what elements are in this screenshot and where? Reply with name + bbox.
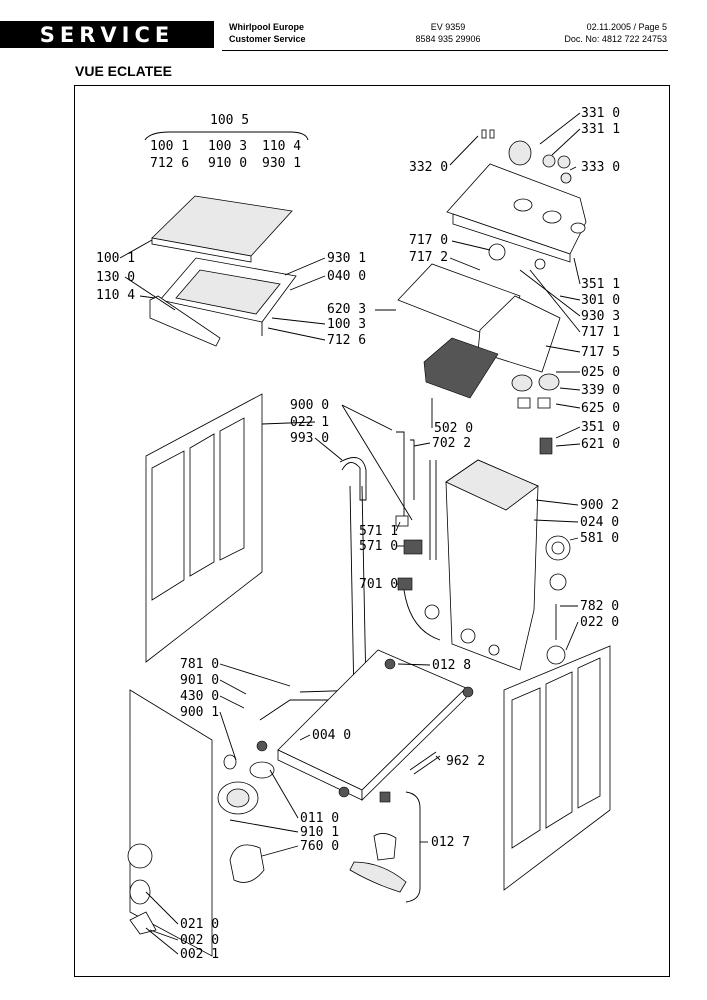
doc-number: Doc. No: 4812 722 24753 [564, 34, 667, 44]
part-label: 712 6 [327, 333, 366, 348]
date-page: 02.11.2005 / Page 5 [586, 22, 667, 32]
part-label: 301 0 [581, 293, 620, 308]
part-label: 930 1 [327, 251, 366, 266]
part-label: 004 0 [312, 728, 351, 743]
part-label: 962 2 [446, 754, 485, 769]
part-label: 571 1 [359, 524, 398, 539]
page-block: 02.11.2005 / Page 5 Doc. No: 4812 722 24… [564, 21, 667, 45]
group-label: 930 1 [262, 156, 301, 171]
part-label: 993 0 [290, 431, 329, 446]
model-number: EV 9359 [430, 22, 466, 32]
part-label: 022 0 [580, 615, 619, 630]
back-cabinet [445, 459, 539, 671]
part-label: 351 0 [581, 420, 620, 435]
part-label: 781 0 [180, 657, 219, 672]
lid-panel [151, 195, 293, 263]
part-label: 021 0 [180, 917, 219, 932]
side-panel-left [145, 393, 263, 663]
part-label: 100 1 [96, 251, 135, 266]
part-label: 717 1 [581, 325, 620, 340]
part-label: 011 0 [300, 811, 339, 826]
front-panel [127, 689, 213, 957]
side-panel-right [503, 645, 611, 891]
part-label: 571 0 [359, 539, 398, 554]
part-label: 502 0 [434, 421, 473, 436]
part-label: 110 4 [96, 288, 135, 303]
part-label: 717 0 [409, 233, 448, 248]
part-label: 625 0 [581, 401, 620, 416]
company-block: Whirlpool Europe Customer Service [229, 21, 306, 45]
part-label: 901 0 [180, 673, 219, 688]
part-label: 333 0 [581, 160, 620, 175]
group-label: 712 6 [150, 156, 189, 171]
knobs [481, 129, 572, 184]
part-label: 910 1 [300, 825, 339, 840]
group-label: 100 3 [208, 139, 247, 154]
part-label: 900 2 [580, 498, 619, 513]
part-label: 351 1 [581, 277, 620, 292]
diagram-frame [74, 85, 670, 977]
part-label: 040 0 [327, 269, 366, 284]
small-parts-right [511, 373, 560, 455]
group-label: 910 0 [208, 156, 247, 171]
company-name: Whirlpool Europe [229, 22, 304, 32]
part-label: 025 0 [581, 365, 620, 380]
part-label: 130 0 [96, 270, 135, 285]
part-label: 012 8 [432, 658, 471, 673]
part-label: 581 0 [580, 531, 619, 546]
part-label: 332 0 [409, 160, 448, 175]
group-label: 100 1 [150, 139, 189, 154]
part-label: 100 3 [327, 317, 366, 332]
part-label: 002 1 [180, 947, 219, 962]
base-frame [256, 649, 474, 801]
model-block: EV 9359 8584 935 29906 [398, 21, 498, 45]
company-dept: Customer Service [229, 34, 306, 44]
part-label: 930 3 [581, 309, 620, 324]
top-frame [149, 257, 297, 347]
service-title: SERVICE [39, 22, 175, 47]
service-banner: SERVICE [0, 21, 214, 48]
part-label: 012 7 [431, 835, 470, 850]
pulley [545, 535, 571, 665]
part-label: 331 1 [581, 122, 620, 137]
part-label: 717 2 [409, 250, 448, 265]
group-label: 110 4 [262, 139, 301, 154]
part-label: 022 1 [290, 415, 329, 430]
valves [395, 515, 440, 620]
part-label: 024 0 [580, 515, 619, 530]
control-panel [446, 163, 587, 263]
part-label: 900 1 [180, 705, 219, 720]
part-label: 760 0 [300, 839, 339, 854]
filter-tool [349, 751, 441, 893]
group-bracket [144, 131, 309, 141]
part-label: 621 0 [581, 437, 620, 452]
model-code: 8584 935 29906 [415, 34, 481, 44]
section-title: VUE ECLATEE [75, 63, 172, 79]
part-label: 331 0 [581, 106, 620, 121]
part-label: 430 0 [180, 689, 219, 704]
part-label: 900 0 [290, 398, 329, 413]
part-label: 002 0 [180, 933, 219, 948]
hoses [259, 431, 441, 721]
part-label: 717 5 [581, 345, 620, 360]
header-rule [222, 50, 668, 51]
drain-pump [217, 754, 275, 883]
part-label: 339 0 [581, 383, 620, 398]
leader-lines [119, 112, 581, 955]
part-label: 782 0 [580, 599, 619, 614]
part-label: 702 2 [432, 436, 471, 451]
document-header: SERVICE Whirlpool Europe Customer Servic… [0, 19, 707, 51]
part-label: 620 3 [327, 302, 366, 317]
part-label: 701 0 [359, 577, 398, 592]
group-label: 100 5 [210, 113, 249, 128]
part-labels: 331 0 331 1 332 0 333 0 100 1 130 0 110 … [96, 106, 620, 962]
electronics-module [397, 243, 561, 399]
